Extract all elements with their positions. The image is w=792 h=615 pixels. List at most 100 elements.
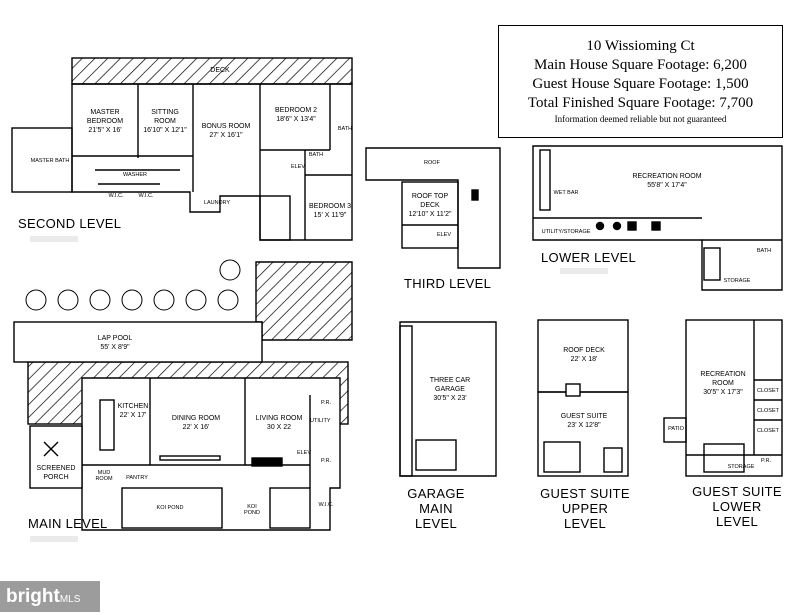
mud-room-label: MUD ROOM bbox=[95, 470, 113, 482]
closet-label: CLOSET bbox=[756, 388, 779, 394]
bath-label: BATH bbox=[337, 126, 353, 132]
guest-upper-plan bbox=[537, 319, 629, 477]
room-name: RECREATION ROOM bbox=[700, 371, 746, 387]
address: 10 Wissioming Ct bbox=[586, 38, 695, 54]
brightmls-watermark-logo: brightMLS bbox=[0, 581, 100, 612]
main-hatch-right bbox=[255, 261, 353, 341]
second-level-plan bbox=[11, 57, 353, 241]
room-living-room: LIVING ROOM 30 X 22 bbox=[250, 414, 308, 432]
room-name: ROOF DECK bbox=[563, 347, 605, 354]
utility-storage-label: UTILITY/STORAGE bbox=[541, 229, 591, 235]
main-house-sqft: Main House Square Footage: 6,200 bbox=[534, 57, 747, 73]
level-title-lower: LOWER LEVEL bbox=[541, 250, 637, 265]
storage-label: STORAGE bbox=[723, 278, 751, 284]
room-dimensions: 22' X 16' bbox=[182, 424, 210, 431]
room-recreation-room: RECREATION ROOM 55'8" X 17'4" bbox=[612, 172, 722, 190]
watermark-suffix: MLS bbox=[59, 594, 81, 605]
room-bonus-room: BONUS ROOM 27' X 16'1" bbox=[196, 122, 256, 140]
room-name: BEDROOM 3 bbox=[308, 203, 351, 210]
elev-label: ELEV bbox=[290, 164, 306, 170]
room-dimensions: 30'5" X 23' bbox=[433, 395, 467, 402]
powder-room-label: P.R. bbox=[761, 458, 771, 464]
koi-pond-label: KOI POND bbox=[244, 504, 260, 516]
room-name: DINING ROOM bbox=[171, 415, 221, 422]
elev-label: ELEV bbox=[296, 450, 312, 456]
wet-bar-label: WET BAR bbox=[553, 190, 579, 196]
room-guest-roof-deck: ROOF DECK 22' X 18' bbox=[556, 346, 612, 364]
room-name: SITTING ROOM bbox=[151, 109, 179, 125]
level-title-guest-upper-line1: GUEST SUITE bbox=[540, 486, 630, 501]
room-dining-room: DINING ROOM 22' X 16' bbox=[166, 414, 226, 432]
room-dimensions: 27' X 16'1" bbox=[209, 132, 243, 139]
washer-label: WASHER bbox=[123, 172, 147, 178]
room-name: LAP POOL bbox=[97, 335, 133, 342]
pantry-label: PANTRY bbox=[126, 475, 148, 481]
closet-label: CLOSET bbox=[756, 428, 779, 434]
property-info-box: 10 Wissioming Ct Main House Square Foota… bbox=[498, 25, 783, 138]
room-dimensions: 21'5" X 16' bbox=[88, 127, 122, 134]
room-screened-porch: SCREENED PORCH bbox=[32, 464, 80, 482]
room-dimensions: 22' X 18' bbox=[570, 356, 598, 363]
level-title-guest-lower-line2: LOWER LEVEL bbox=[712, 499, 762, 529]
wic-label: W.I.C. bbox=[108, 193, 124, 199]
wic-label: W.I.C. bbox=[138, 193, 154, 199]
room-name: MASTER BEDROOM bbox=[86, 109, 124, 125]
closet-label: CLOSET bbox=[756, 408, 779, 414]
lower-level-plan bbox=[532, 145, 783, 291]
level-title-guest-lower-line1: GUEST SUITE bbox=[692, 484, 782, 499]
room-dimensions: 30 X 22 bbox=[266, 424, 292, 431]
room-name: KITCHEN bbox=[117, 403, 149, 410]
room-name: BEDROOM 2 bbox=[274, 107, 317, 114]
trees bbox=[25, 259, 241, 311]
room-dimensions: 18'6" X 13'4" bbox=[276, 116, 316, 123]
third-level-plan bbox=[365, 147, 501, 269]
storage-label: STORAGE bbox=[727, 464, 755, 470]
room-bedroom-2: BEDROOM 2 18'6" X 13'4" bbox=[264, 106, 328, 124]
room-dimensions: 55'8" X 17'4" bbox=[647, 182, 687, 189]
roof-label: ROOF bbox=[424, 160, 440, 166]
disclaimer: Information deemed reliable but not guar… bbox=[554, 114, 727, 124]
room-three-car-garage: THREE CAR GARAGE 30'5" X 23' bbox=[420, 376, 480, 403]
garage-plan bbox=[399, 321, 497, 477]
level-title-second: SECOND LEVEL bbox=[18, 216, 122, 231]
guest-lower-plan bbox=[663, 319, 783, 477]
elev-label: ELEV bbox=[436, 232, 452, 238]
room-name: GUEST SUITE bbox=[560, 413, 608, 420]
level-title-garage-line1: GARAGE bbox=[407, 486, 465, 501]
room-dimensions: 22' X 17' bbox=[119, 412, 147, 419]
title-underline bbox=[560, 268, 608, 274]
bath-label: BATH bbox=[308, 152, 324, 158]
room-name: THREE CAR GARAGE bbox=[429, 377, 471, 393]
level-title-main: MAIN LEVEL bbox=[28, 516, 108, 531]
room-guest-suite: GUEST SUITE 23' X 12'8" bbox=[550, 412, 618, 430]
room-master-bedroom: MASTER BEDROOM 21'5" X 16' bbox=[80, 108, 130, 135]
level-title-guest-upper: GUEST SUITE UPPER LEVEL bbox=[540, 486, 630, 531]
room-dimensions: 15' X 11'9" bbox=[313, 212, 347, 219]
room-dimensions: 12'10" X 11'2" bbox=[408, 211, 452, 218]
room-bedroom-3: BEDROOM 3 15' X 11'9" bbox=[308, 202, 352, 220]
title-underline bbox=[30, 536, 78, 542]
room-dimensions: 23' X 12'8" bbox=[567, 422, 601, 429]
second-deck-hatch bbox=[71, 57, 353, 85]
room-kitchen: KITCHEN 22' X 17' bbox=[116, 402, 150, 420]
level-title-guest-lower: GUEST SUITE LOWER LEVEL bbox=[692, 484, 782, 529]
room-name: BONUS ROOM bbox=[201, 123, 251, 130]
room-guest-recreation-room: RECREATION ROOM 30'5" X 17'3" bbox=[694, 370, 752, 397]
deck-label: DECK bbox=[210, 67, 230, 74]
level-title-third: THIRD LEVEL bbox=[404, 276, 492, 291]
level-title-garage-line2: MAIN LEVEL bbox=[415, 501, 457, 531]
laundry-label: LAUNDRY bbox=[203, 200, 231, 206]
room-dimensions: 30'5" X 17'3" bbox=[703, 389, 743, 396]
room-dimensions: 55' X 8'9" bbox=[100, 344, 130, 351]
master-bath-label: MASTER BATH bbox=[30, 158, 70, 164]
patio-label: PATIO bbox=[668, 426, 684, 432]
level-title-guest-upper-line2: UPPER LEVEL bbox=[561, 501, 609, 531]
guest-house-sqft: Guest House Square Footage: 1,500 bbox=[532, 76, 749, 92]
level-title-garage: GARAGE MAIN LEVEL bbox=[404, 486, 468, 531]
powder-room-label: P.R. bbox=[321, 458, 331, 464]
utility-label: UTILITY bbox=[310, 418, 331, 424]
title-underline bbox=[30, 236, 78, 242]
bath-label: BATH bbox=[756, 248, 772, 254]
room-name: RECREATION ROOM bbox=[632, 173, 702, 180]
